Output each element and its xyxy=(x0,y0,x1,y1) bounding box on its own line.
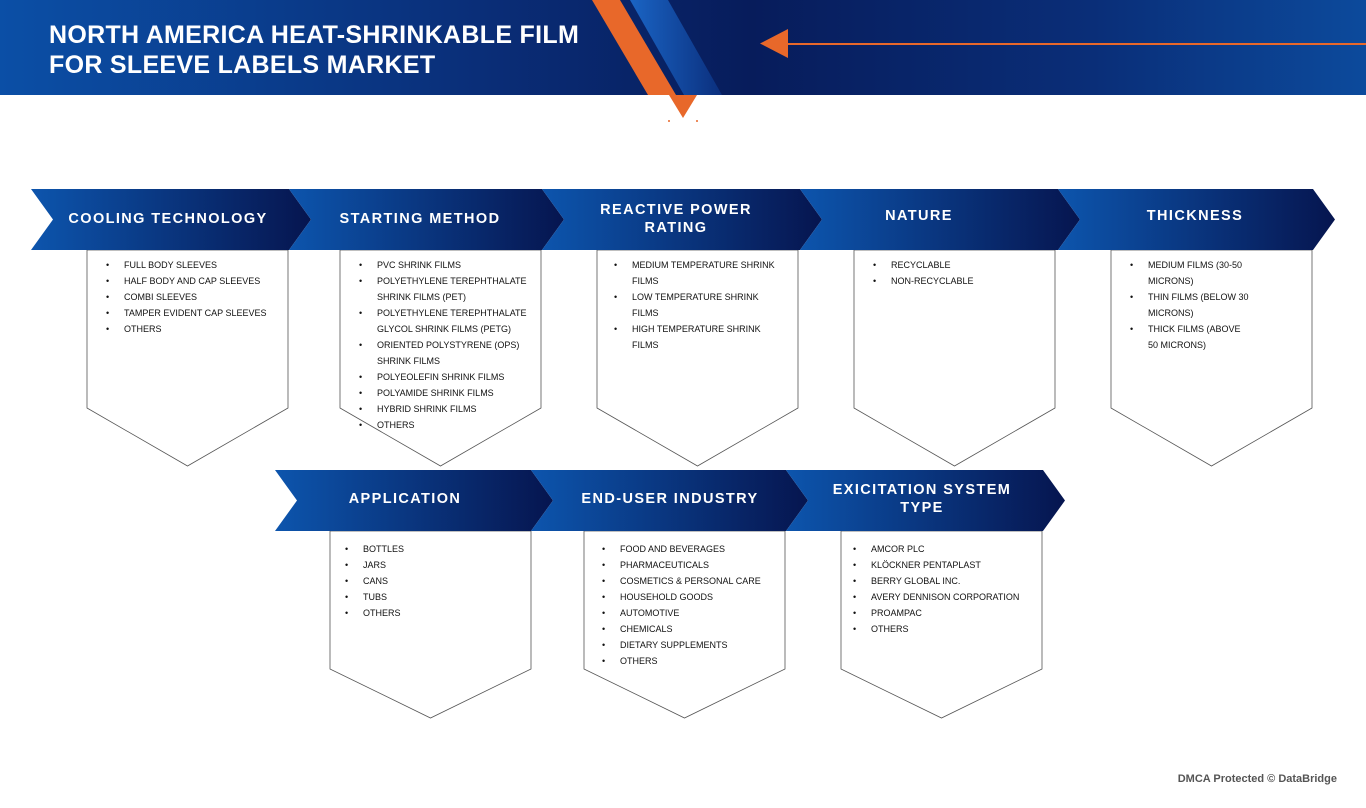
segment-title-end-user-industry: END-USER INDUSTRY xyxy=(581,491,759,507)
segment-banner-starting-method xyxy=(289,189,564,250)
segment-list-cooling-technology: FULL BODY SLEEVESHALF BODY AND CAP SLEEV… xyxy=(106,257,286,337)
segment-banner-thickness xyxy=(1058,189,1335,250)
list-item: POLYETHYLENE TEREPHTHALATE SHRINK FILMS … xyxy=(359,273,531,305)
list-item: POLYAMIDE SHRINK FILMS xyxy=(359,385,531,401)
segment-banner-nature xyxy=(800,189,1080,250)
footer-credit: DMCA Protected © DataBridge xyxy=(1177,773,1337,785)
list-item: JARS xyxy=(345,557,515,573)
list-item: BERRY GLOBAL INC. xyxy=(853,573,1039,589)
segment-banner-exicitation-system-type xyxy=(786,470,1065,531)
list-item: TAMPER EVIDENT CAP SLEEVES xyxy=(106,305,286,321)
arrow-left-icon xyxy=(760,29,788,58)
list-item: FULL BODY SLEEVES xyxy=(106,257,286,273)
list-item: THIN FILMS (BELOW 30 MICRONS) xyxy=(1130,289,1250,321)
header-banner: NORTH AMERICA HEAT-SHRINKABLE FILM FOR S… xyxy=(0,0,1366,95)
list-item: KLÖCKNER PENTAPLAST xyxy=(853,557,1039,573)
segment-title-starting-method: STARTING METHOD xyxy=(339,211,501,227)
list-item: HIGH TEMPERATURE SHRINK FILMS xyxy=(614,321,784,353)
segment-banner-end-user-industry xyxy=(531,470,808,531)
list-item: RECYCLABLE xyxy=(873,257,1043,273)
list-item: PHARMACEUTICALS xyxy=(602,557,772,573)
list-item: HALF BODY AND CAP SLEEVES xyxy=(106,273,286,289)
list-item: PROAMPAC xyxy=(853,605,1039,621)
list-item: HYBRID SHRINK FILMS xyxy=(359,401,531,417)
segment-title-thickness: THICKNESS xyxy=(1146,208,1244,224)
list-item: MEDIUM FILMS (30-50 MICRONS) xyxy=(1130,257,1250,289)
list-item: FOOD AND BEVERAGES xyxy=(602,541,772,557)
list-item: POLYEOLEFIN SHRINK FILMS xyxy=(359,369,531,385)
header-pointer xyxy=(668,95,698,122)
list-item: NON-RECYCLABLE xyxy=(873,273,1043,289)
segment-title-reactive-power-rating: REACTIVE POWER RATING xyxy=(600,202,752,236)
list-item: CHEMICALS xyxy=(602,621,772,637)
header-decoration xyxy=(592,0,788,95)
list-item: OTHERS xyxy=(345,605,515,621)
segment-title-nature: NATURE xyxy=(885,208,953,224)
segment-list-end-user-industry: FOOD AND BEVERAGESPHARMACEUTICALSCOSMETI… xyxy=(602,541,772,669)
list-item: TUBS xyxy=(345,589,515,605)
list-item: ORIENTED POLYSTYRENE (OPS) SHRINK FILMS xyxy=(359,337,531,369)
page-title: NORTH AMERICA HEAT-SHRINKABLE FILM FOR S… xyxy=(49,21,580,79)
pointer-dot-right xyxy=(696,120,698,122)
list-item: OTHERS xyxy=(853,621,1039,637)
segment-title-application: APPLICATION xyxy=(348,491,462,507)
list-item: AUTOMOTIVE xyxy=(602,605,772,621)
segment-list-reactive-power-rating: MEDIUM TEMPERATURE SHRINK FILMSLOW TEMPE… xyxy=(614,257,784,353)
orange-stripe xyxy=(592,0,676,95)
list-item: THICK FILMS (ABOVE 50 MICRONS) xyxy=(1130,321,1250,353)
list-item: OTHERS xyxy=(359,417,531,433)
list-item: COSMETICS & PERSONAL CARE xyxy=(602,573,772,589)
blue-stripe xyxy=(630,0,722,95)
list-item: BOTTLES xyxy=(345,541,515,557)
segment-list-starting-method: PVC SHRINK FILMSPOLYETHYLENE TEREPHTHALA… xyxy=(359,257,531,433)
list-item: OTHERS xyxy=(602,653,772,669)
segment-title-exicitation-system-type: EXICITATION SYSTEM TYPE xyxy=(832,482,1012,516)
segment-banner-reactive-power-rating xyxy=(542,189,822,250)
list-item: COMBI SLEEVES xyxy=(106,289,286,305)
segment-list-exicitation-system-type: AMCOR PLCKLÖCKNER PENTAPLASTBERRY GLOBAL… xyxy=(853,541,1039,637)
segment-list-thickness: MEDIUM FILMS (30-50 MICRONS)THIN FILMS (… xyxy=(1130,257,1250,353)
list-item: DIETARY SUPPLEMENTS xyxy=(602,637,772,653)
list-item: CANS xyxy=(345,573,515,589)
segment-banner-application xyxy=(275,470,553,531)
list-item: HOUSEHOLD GOODS xyxy=(602,589,772,605)
list-item: AVERY DENNISON CORPORATION xyxy=(853,589,1039,605)
list-item: AMCOR PLC xyxy=(853,541,1039,557)
list-item: OTHERS xyxy=(106,321,286,337)
list-item: LOW TEMPERATURE SHRINK FILMS xyxy=(614,289,784,321)
list-item: POLYETHYLENE TEREPHTHALATE GLYCOL SHRINK… xyxy=(359,305,531,337)
pointer-triangle xyxy=(669,95,697,118)
list-item: PVC SHRINK FILMS xyxy=(359,257,531,273)
header-accent-line xyxy=(785,43,1366,45)
list-item: MEDIUM TEMPERATURE SHRINK FILMS xyxy=(614,257,784,289)
segment-title-cooling-technology: COOLING TECHNOLOGY xyxy=(68,211,268,227)
pointer-dot-left xyxy=(668,120,670,122)
segment-banner-cooling-technology xyxy=(31,189,311,250)
segment-list-application: BOTTLESJARSCANSTUBSOTHERS xyxy=(345,541,515,621)
segment-list-nature: RECYCLABLENON-RECYCLABLE xyxy=(873,257,1043,289)
